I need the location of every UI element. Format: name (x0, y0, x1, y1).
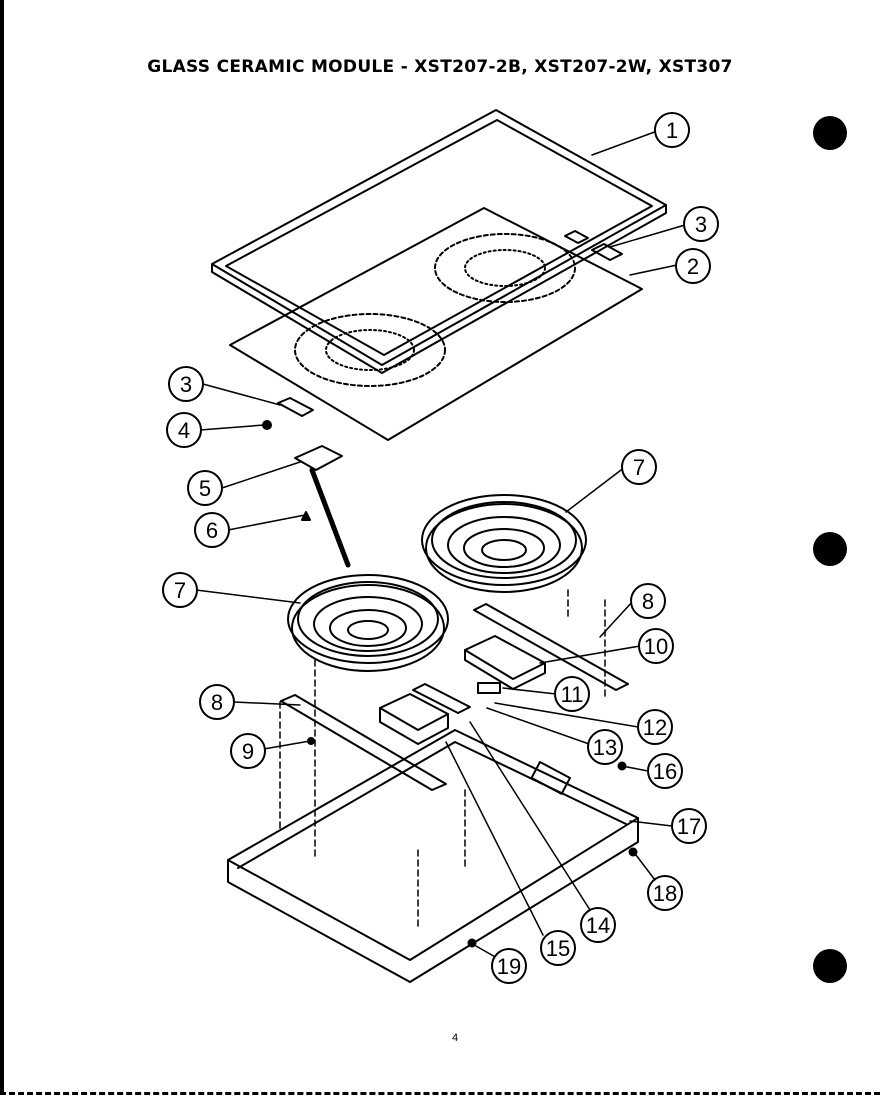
callout-10: 10 (644, 634, 668, 659)
clip-left (277, 397, 314, 417)
callout-15: 15 (546, 936, 570, 961)
leader-lines (195, 129, 686, 959)
limiter (294, 445, 351, 568)
heating-element-right (421, 494, 587, 593)
shield (412, 683, 471, 714)
page-bottom-border (0, 1092, 880, 1112)
callout-4: 4 (178, 418, 190, 443)
callout-19: 19 (497, 954, 521, 979)
callout-8-right: 8 (642, 589, 654, 614)
callout-8-left: 8 (211, 690, 223, 715)
callout-14: 14 (586, 913, 610, 938)
binder-hole-top (813, 116, 847, 150)
heating-element-left (287, 574, 449, 672)
chassis-pan (227, 729, 639, 983)
callout-17: 17 (677, 814, 701, 839)
glass-cooktop (229, 207, 643, 441)
page-number: 4 (451, 1032, 459, 1044)
callout-5: 5 (199, 476, 211, 501)
callout-11: 11 (561, 682, 584, 707)
callout-2: 2 (687, 254, 699, 279)
page-left-border (0, 0, 4, 1109)
callout-12: 12 (643, 715, 667, 740)
trim-frame (211, 109, 667, 374)
callout-3-right: 3 (695, 212, 707, 237)
bracket-right (473, 603, 629, 691)
clip-right (591, 243, 623, 261)
clip-right-2 (564, 230, 589, 244)
callout-7-left: 7 (174, 578, 186, 603)
small-bracket (477, 682, 501, 694)
assembly-guides (279, 589, 606, 931)
switch-box (379, 693, 449, 731)
callout-18: 18 (653, 881, 677, 906)
callout-3-left: 3 (180, 372, 192, 397)
callout-16: 16 (653, 759, 677, 784)
binder-hole-bottom (813, 949, 847, 983)
diagram-title: GLASS CERAMIC MODULE - XST207-2B, XST207… (147, 57, 733, 77)
callout-9: 9 (242, 739, 254, 764)
binder-hole-middle (813, 532, 847, 566)
bracket-left (280, 694, 447, 791)
callout-13: 13 (593, 735, 617, 760)
callout-1: 1 (666, 118, 678, 143)
callout-6: 6 (206, 518, 218, 543)
callout-7-right: 7 (633, 455, 645, 480)
